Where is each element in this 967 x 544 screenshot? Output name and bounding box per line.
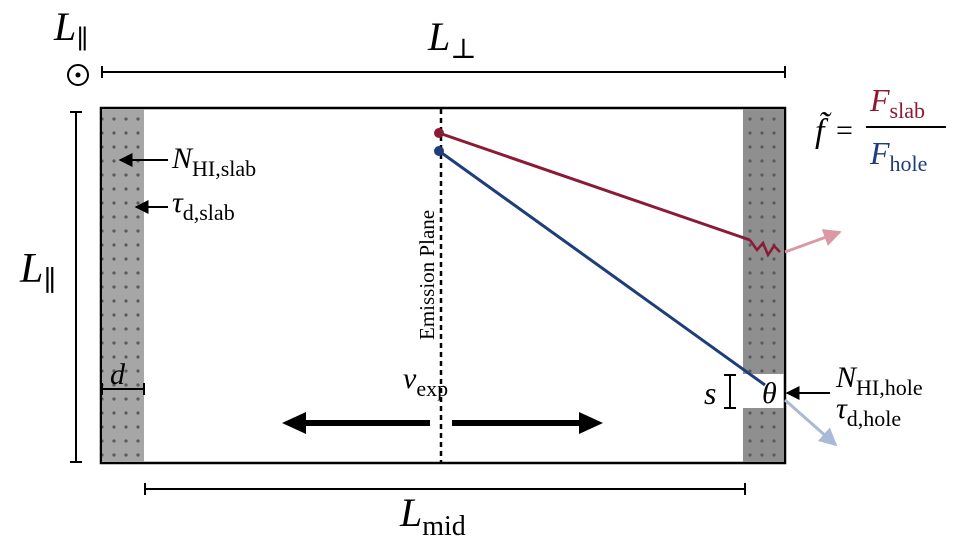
label-s: s (704, 375, 716, 411)
label-l-par-left: L∥ (19, 246, 56, 297)
l-par-dimension (70, 111, 82, 463)
label-f-tilde: f̃ (815, 111, 832, 150)
label-l-par-top: L∥ (53, 4, 88, 54)
left-slab (102, 109, 144, 462)
label-emission-plane: Emission Plane (415, 210, 439, 340)
label-equals: = (836, 114, 853, 147)
label-f-slab: Fslab (869, 82, 925, 123)
label-f-hole: Fhole (869, 135, 927, 176)
label-n-hi-hole: NHI,hole (835, 361, 923, 400)
right-slab-lower (743, 408, 784, 462)
hole-ray (434, 146, 838, 447)
label-theta: θ (762, 377, 777, 410)
label-l-mid: Lmid (399, 490, 466, 542)
slab-ray (434, 128, 842, 258)
label-tau-d-hole: τd,hole (836, 392, 901, 431)
out-of-plane-icon (67, 64, 89, 86)
l-mid-dimension (144, 483, 746, 495)
d-dimension (101, 383, 145, 395)
outer-box (99, 106, 787, 465)
label-d: d (110, 358, 126, 391)
flux-ratio-equation: f̃ = Fslab Fhole (815, 82, 946, 176)
label-v-exp: vexp (403, 362, 448, 401)
l-perp-dimension (101, 66, 786, 78)
label-tau-d-slab: τd,slab (172, 186, 235, 225)
expansion-arrows (282, 412, 603, 434)
label-n-hi-slab: NHI,slab (171, 142, 256, 181)
s-bracket (724, 374, 736, 409)
label-l-perp: L⊥ (427, 14, 477, 65)
